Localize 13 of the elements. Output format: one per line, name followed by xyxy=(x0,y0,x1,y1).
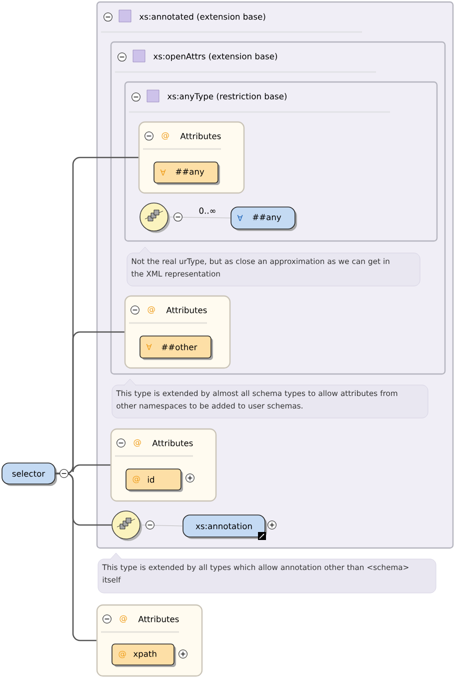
sequence-circle xyxy=(140,202,170,233)
attribute-pill: ∀ ##other xyxy=(140,336,213,360)
sequence-circle xyxy=(112,510,142,541)
element-pill: selector xyxy=(2,462,57,486)
connector-line xyxy=(168,216,231,218)
connector-line xyxy=(55,472,96,642)
connector-line xyxy=(140,524,183,526)
attribute-pill: @ id xyxy=(126,468,183,492)
element-pill: xs:annotation xyxy=(182,514,267,539)
attribute-pill: ∀ ##any xyxy=(154,162,220,185)
attribute-pill: @ xpath xyxy=(112,644,176,667)
edge-label: 0..∞ xyxy=(198,206,218,215)
element-pill: ∀ ##any xyxy=(230,206,297,231)
